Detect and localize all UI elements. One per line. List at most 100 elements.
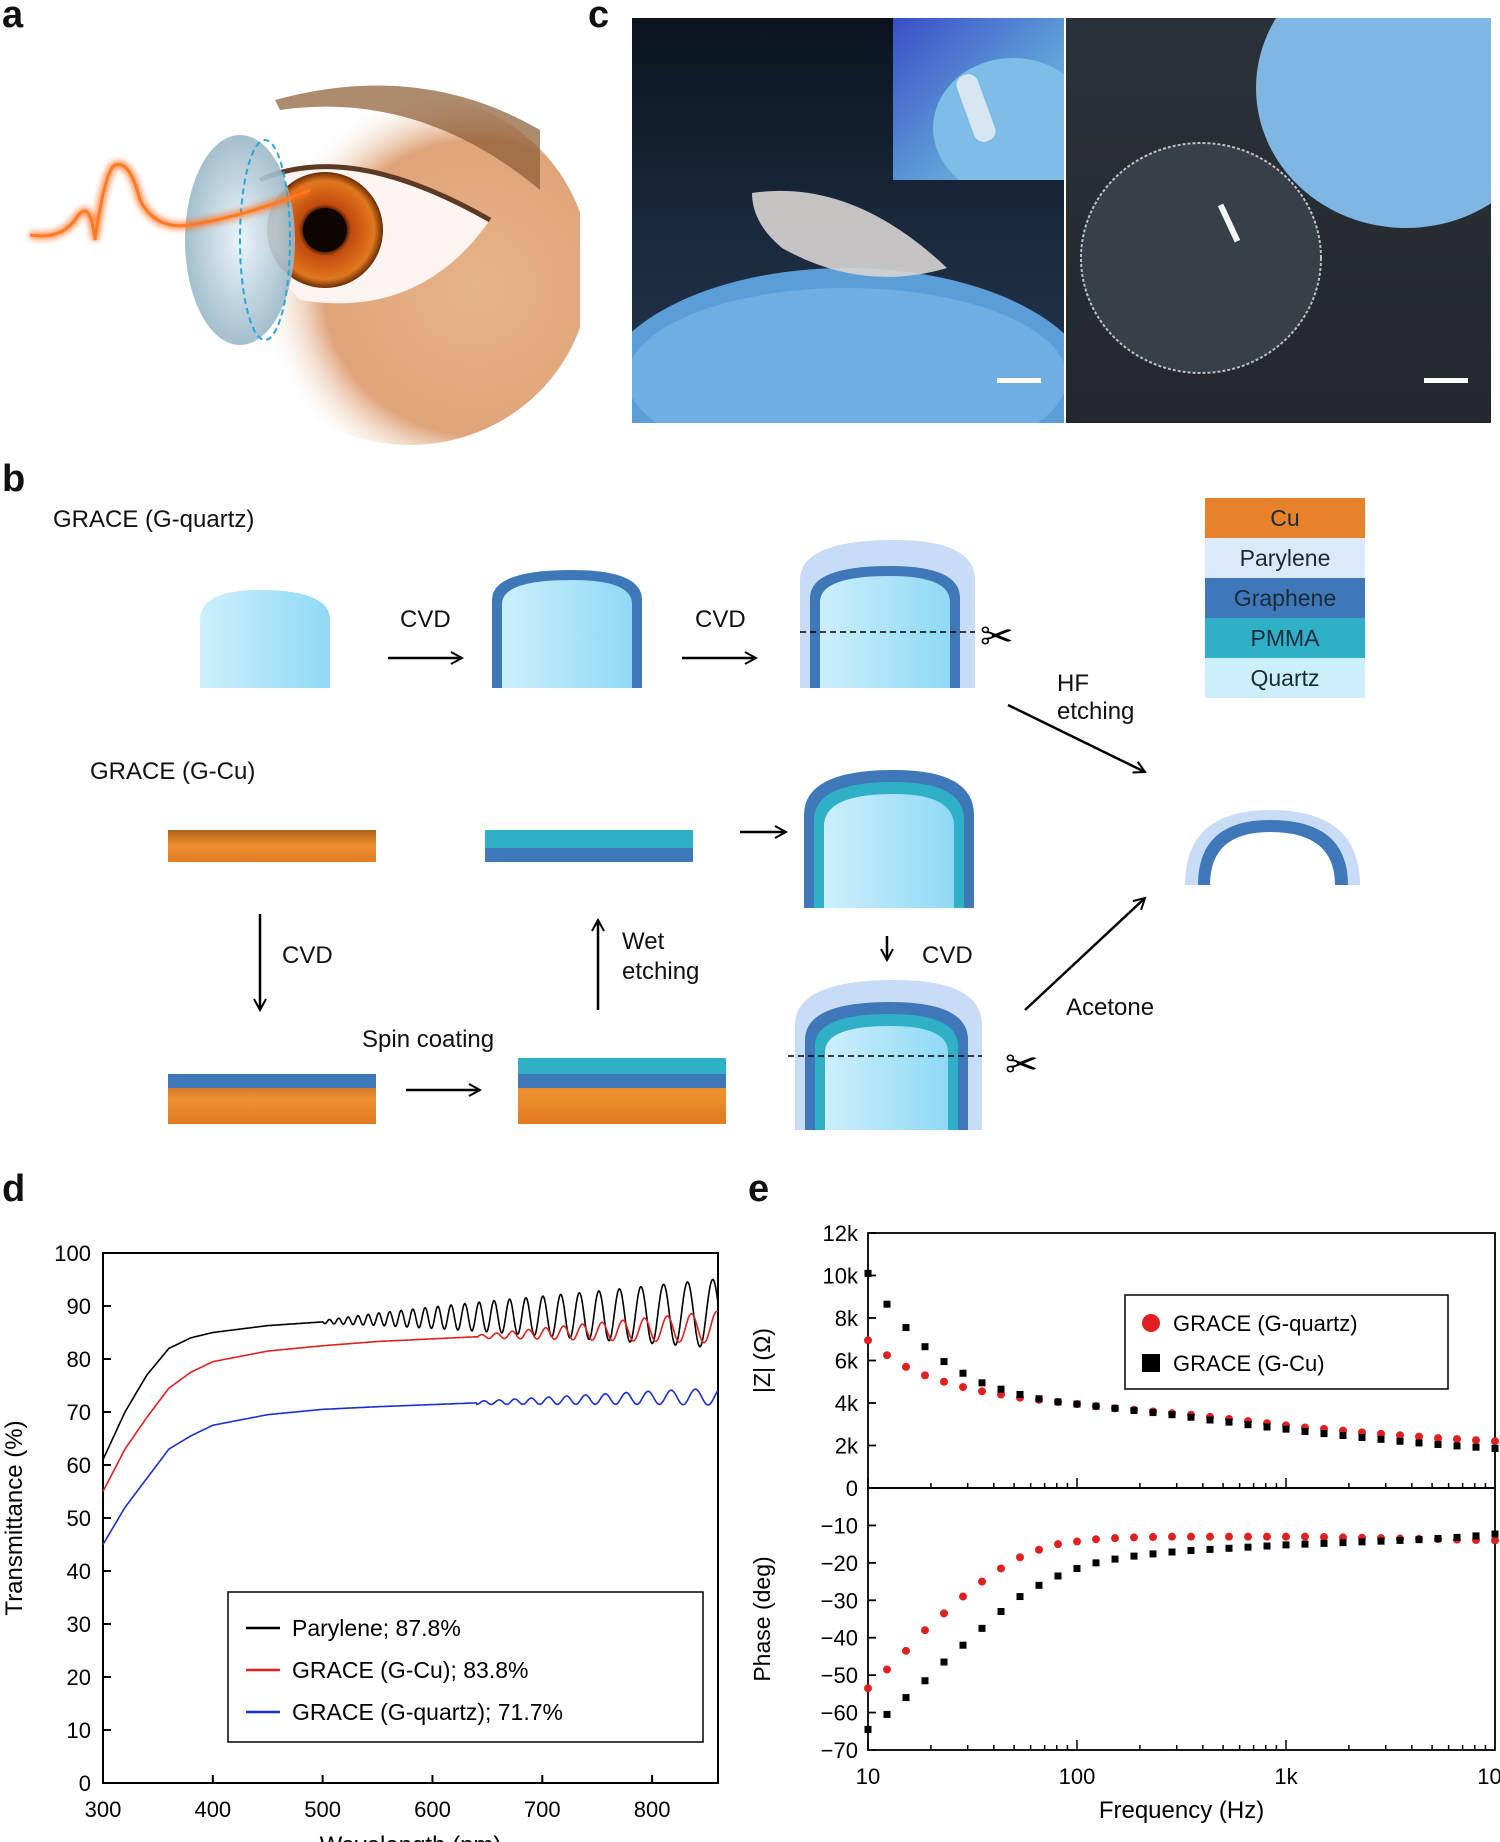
phase-point-s0	[1035, 1545, 1043, 1554]
phase-point-s1	[1358, 1538, 1366, 1546]
panel-letter-b: b	[2, 458, 26, 500]
impedance-point-s1	[1377, 1435, 1385, 1443]
legend-parylene: Parylene	[1205, 538, 1365, 578]
impedance-point-s1	[1149, 1409, 1157, 1417]
impedance-point-s1	[1016, 1391, 1024, 1398]
phase-point-s1	[997, 1608, 1005, 1616]
impedance-point-s1	[1111, 1404, 1119, 1412]
impedance-point-s1	[1263, 1423, 1271, 1431]
phase-point-s0	[940, 1609, 948, 1618]
impedance-point-s0	[921, 1371, 929, 1380]
phase-point-s0	[1320, 1533, 1328, 1542]
panel-letter-a: a	[2, 0, 24, 36]
y-axis-label-impedance: |Z| (Ω)	[749, 1328, 775, 1393]
chart-legend	[1124, 1294, 1449, 1390]
impedance-point-s0	[883, 1351, 891, 1360]
row1-title: GRACE (G-quartz)	[53, 506, 255, 533]
phase-point-s0	[1092, 1535, 1100, 1544]
phase-point-s1	[978, 1624, 986, 1632]
phase-point-s0	[1491, 1536, 1499, 1545]
step-wet-2: etching	[622, 958, 700, 985]
step-spin-coating: Spin coating	[362, 1026, 495, 1053]
y-tick-label: 60	[67, 1453, 91, 1478]
impedance-point-s0	[978, 1387, 986, 1396]
fabrication-diagram: ✂ ✂	[168, 540, 1360, 1130]
y-tick-label: 70	[67, 1400, 91, 1425]
impedance-point-s1	[1244, 1421, 1252, 1429]
y-tick-label: 10	[67, 1718, 91, 1743]
x-tick-label: 10k	[1477, 1764, 1500, 1789]
legend-cu-label: Cu	[1270, 505, 1300, 531]
phase-point-s1	[1111, 1555, 1119, 1563]
legend-parylene-label: Parylene	[1239, 545, 1331, 571]
series-line-1	[102, 1310, 719, 1492]
phase-point-s1	[902, 1694, 910, 1702]
x-tick-label: 400	[194, 1797, 231, 1822]
x-tick-label: 600	[414, 1797, 451, 1822]
step-cvd-cu: CVD	[282, 942, 333, 969]
step-cvd-3: CVD	[922, 942, 973, 969]
phase-point-s1	[1149, 1550, 1157, 1558]
phase-point-s1	[1016, 1593, 1024, 1601]
impedance-point-s1	[1073, 1400, 1081, 1408]
phase-point-s0	[1244, 1532, 1252, 1541]
impedance-point-s1	[1472, 1443, 1480, 1451]
impedance-point-s0	[1396, 1431, 1404, 1440]
x-tick-label: 100	[1059, 1764, 1096, 1789]
y-tick-label: −20	[821, 1551, 858, 1576]
y-axis-label: Transmittance (%)	[1, 1420, 28, 1615]
impedance-point-s1	[1168, 1411, 1176, 1419]
legend-label-2: GRACE (G-quartz); 71.7%	[292, 1699, 563, 1725]
phase-point-s0	[1130, 1533, 1138, 1542]
y-tick-label: 100	[54, 1241, 91, 1266]
impedance-point-s1	[1187, 1413, 1195, 1421]
phase-point-s1	[1491, 1530, 1499, 1538]
impedance-point-s0	[1453, 1435, 1461, 1444]
chart-legend	[227, 1591, 704, 1743]
phase-point-s0	[902, 1646, 910, 1655]
phase-point-s0	[1054, 1540, 1062, 1549]
phase-point-s1	[1206, 1545, 1214, 1553]
impedance-point-s0	[1472, 1436, 1480, 1445]
phase-point-s1	[1396, 1536, 1404, 1544]
phase-point-s0	[1168, 1532, 1176, 1541]
phase-point-s1	[921, 1677, 929, 1685]
y-tick-label: −60	[821, 1701, 858, 1726]
y-tick-label: 0	[79, 1771, 91, 1796]
y-tick-label: 6k	[835, 1349, 859, 1374]
y-tick-label: 80	[67, 1347, 91, 1372]
impedance-point-s1	[1054, 1398, 1062, 1406]
impedance-point-s1	[1415, 1439, 1423, 1447]
y-tick-label: −10	[821, 1513, 858, 1538]
photo-inset-lens	[893, 18, 1064, 180]
step-cvd-1: CVD	[400, 606, 451, 633]
phase-point-s1	[1320, 1539, 1328, 1547]
impedance-point-s1	[1396, 1437, 1404, 1445]
phase-point-s0	[1225, 1532, 1233, 1541]
phase-point-s1	[1035, 1581, 1043, 1589]
x-tick-label: 300	[85, 1797, 122, 1822]
impedance-point-s1	[1206, 1416, 1214, 1424]
y-tick-label: 90	[67, 1294, 91, 1319]
impedance-point-s0	[1434, 1434, 1442, 1443]
impedance-point-s1	[1301, 1427, 1309, 1435]
y-tick-label: 0	[846, 1476, 858, 1501]
phase-point-s0	[1073, 1537, 1081, 1546]
impedance-point-s1	[1453, 1442, 1461, 1450]
impedance-point-s1	[1282, 1425, 1290, 1433]
phase-point-s1	[1415, 1536, 1423, 1544]
phase-point-s1	[1434, 1535, 1442, 1543]
legend-graphene: Graphene	[1205, 578, 1365, 618]
x-tick-label: 700	[524, 1797, 561, 1822]
y-tick-label: 8k	[835, 1306, 859, 1331]
impedance-point-s1	[864, 1269, 872, 1277]
legend-quartz: Quartz	[1205, 658, 1365, 698]
step-wet-1: Wet	[622, 928, 665, 955]
eye-illustration	[20, 70, 580, 450]
impedance-point-s1	[921, 1343, 929, 1351]
x-tick-label: 500	[304, 1797, 341, 1822]
x-axis-label: Wavelength (nm)	[320, 1832, 502, 1842]
impedance-point-s0	[959, 1383, 967, 1392]
phase-point-s0	[921, 1626, 929, 1635]
